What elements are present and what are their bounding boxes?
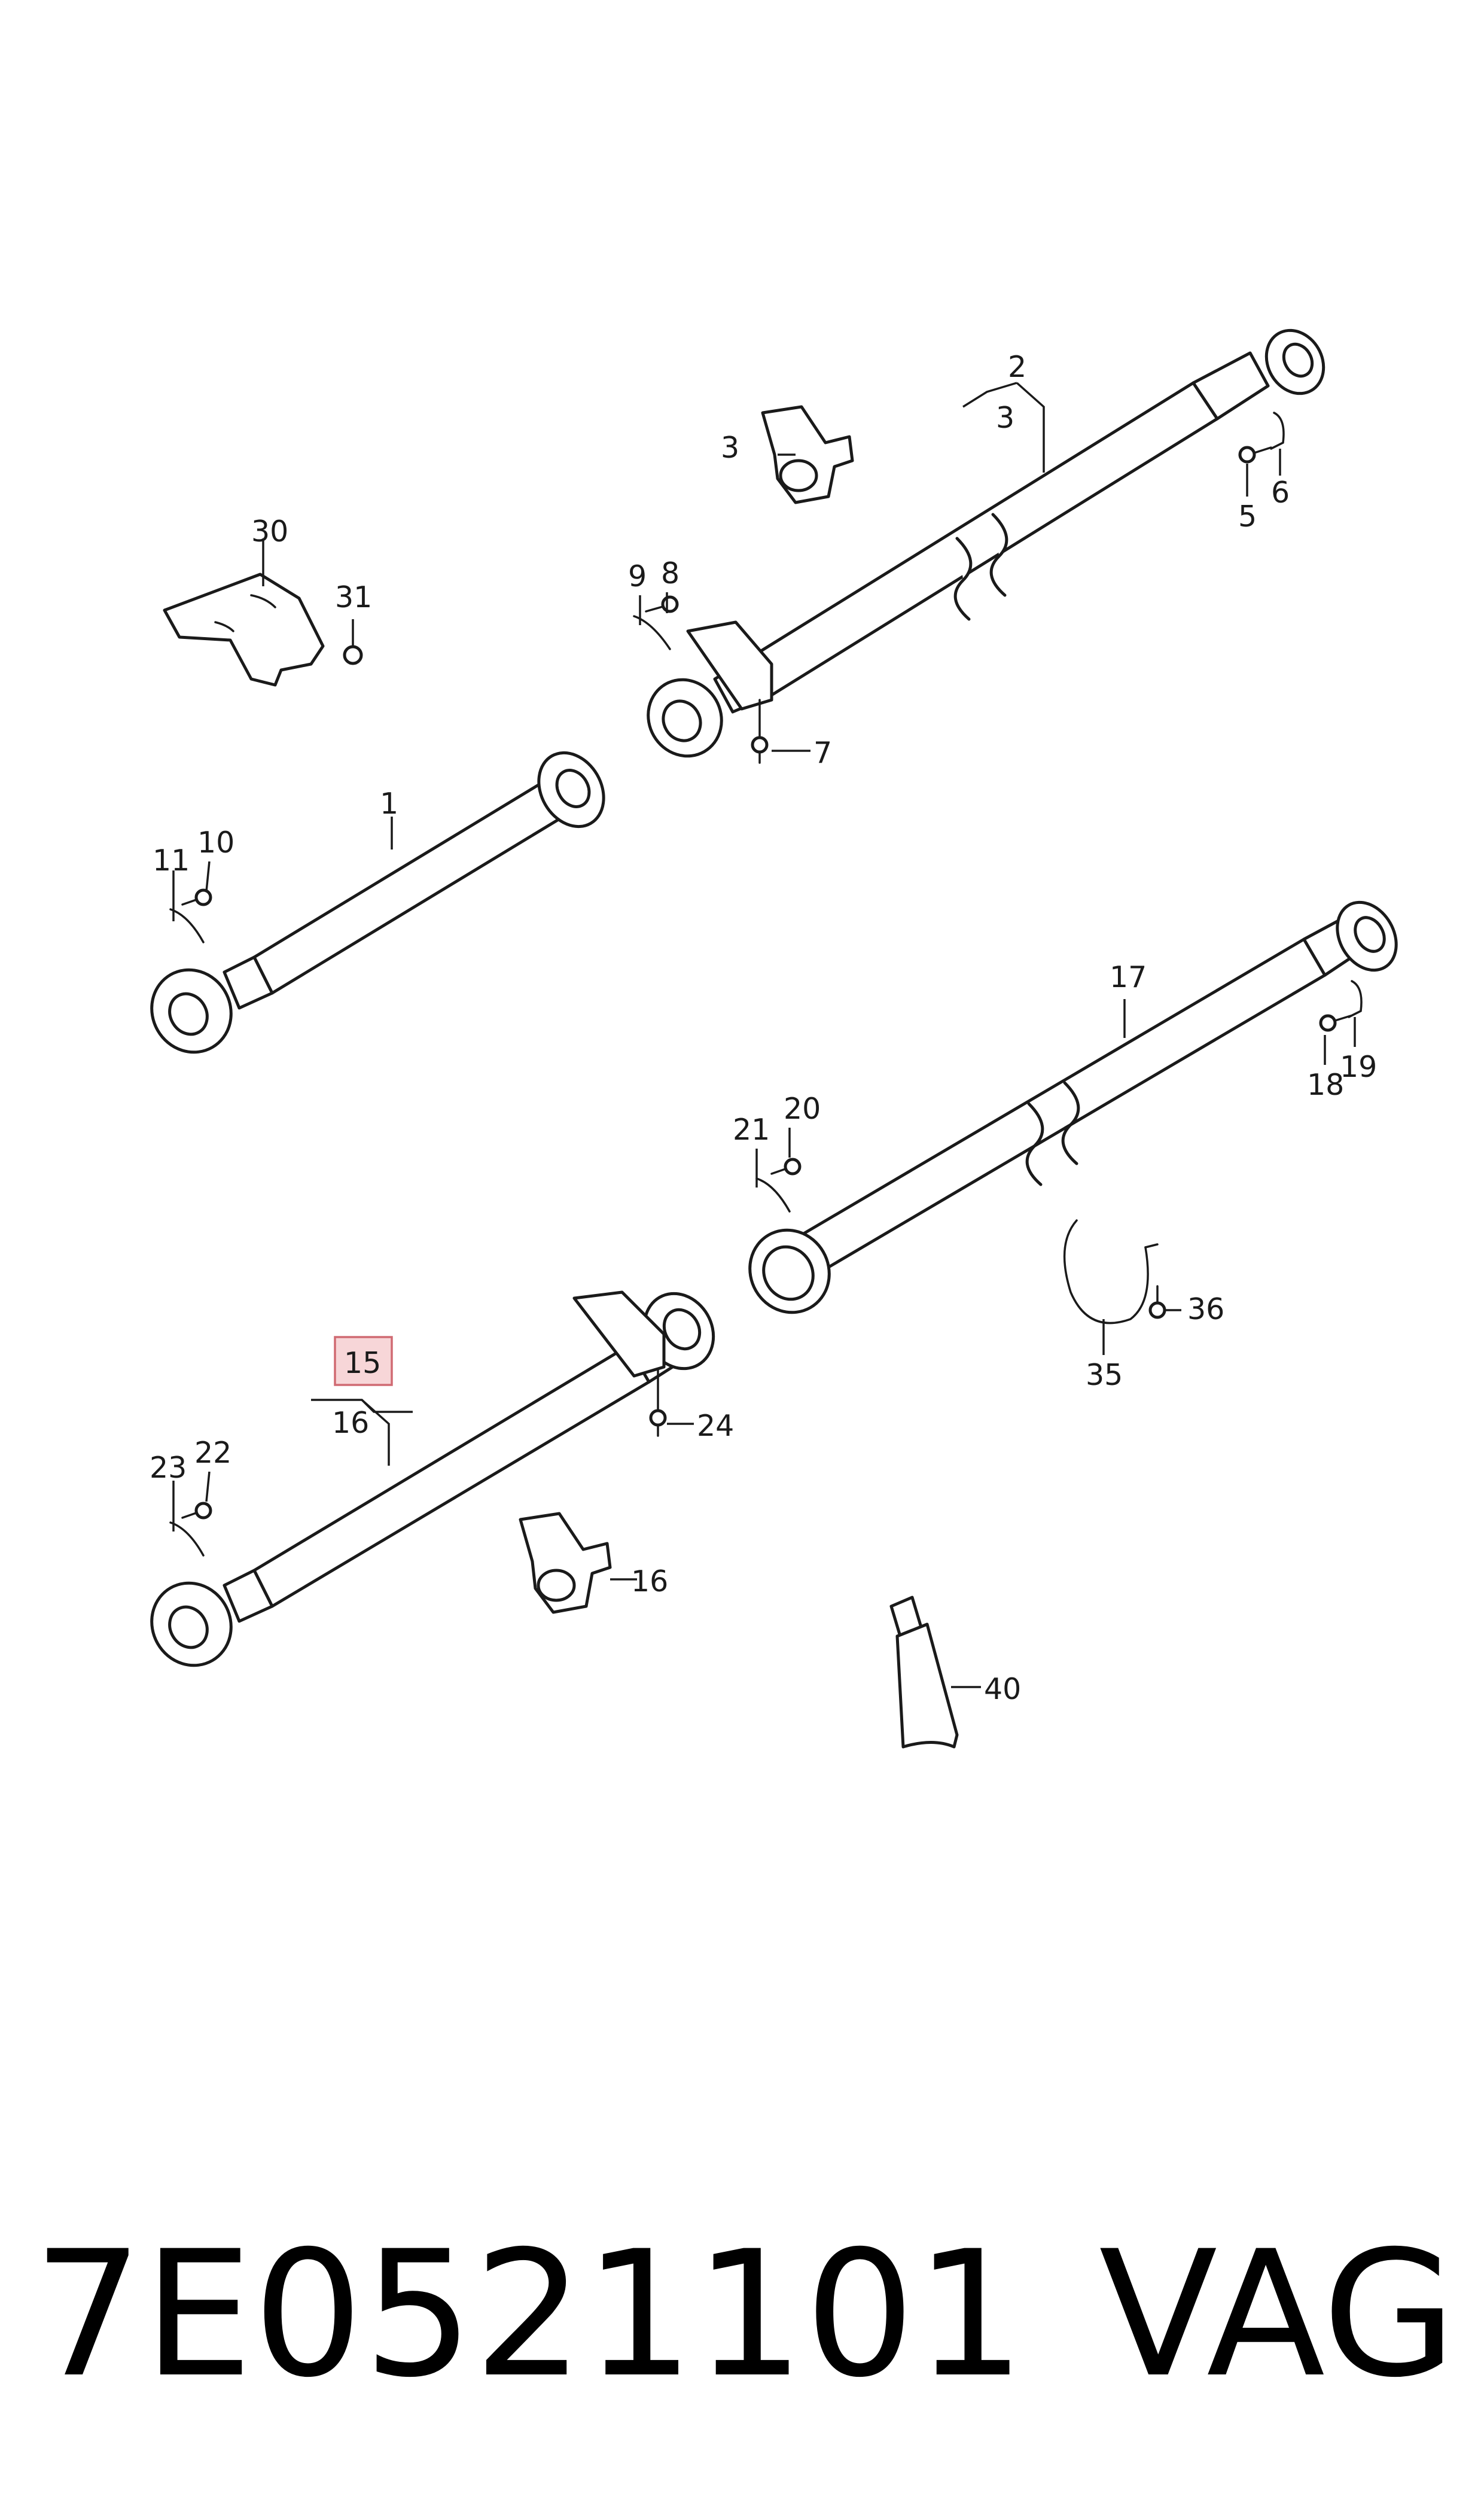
footer: 7E0521101 VAG xyxy=(33,2213,1456,2417)
center-bearing-16[interactable] xyxy=(519,1512,612,1614)
clip-21[interactable] xyxy=(755,1177,791,1213)
callout-1: 1 xyxy=(380,787,398,821)
callout-7: 7 xyxy=(813,736,832,770)
clip-9[interactable] xyxy=(633,615,671,650)
clip-19[interactable] xyxy=(1348,980,1363,1018)
callout-16-bearing: 16 xyxy=(631,1564,668,1599)
exploded-parts-diagram: 1 2 3 3 5 6 7 8 9 10 11 15 16 16 17 18 1… xyxy=(137,320,1408,1749)
callout-16-shaft: 16 xyxy=(332,1406,369,1440)
callout-9: 9 xyxy=(628,559,647,593)
callout-36: 36 xyxy=(1187,1292,1224,1326)
callout-18: 18 xyxy=(1307,1068,1344,1102)
callout-8: 8 xyxy=(661,556,679,590)
bolt-5[interactable] xyxy=(1238,446,1272,464)
callout-11: 11 xyxy=(153,844,190,878)
heat-shield-30[interactable] xyxy=(163,573,325,687)
part-number: 7E0521101 xyxy=(33,2214,1026,2416)
center-bearing-3[interactable] xyxy=(761,405,854,504)
callout-21: 21 xyxy=(733,1113,770,1147)
clip-23[interactable] xyxy=(169,1521,205,1557)
bolt-36[interactable] xyxy=(1148,1285,1166,1319)
callout-15: 15 xyxy=(344,1346,381,1380)
callout-31: 31 xyxy=(335,580,372,614)
callout-20: 20 xyxy=(784,1092,821,1126)
callout-30: 30 xyxy=(251,514,288,549)
propshaft-17[interactable] xyxy=(735,892,1408,1327)
callout-2: 2 xyxy=(1008,350,1026,384)
nut-31[interactable] xyxy=(343,645,363,665)
callout-5: 5 xyxy=(1238,500,1257,534)
callout-24: 24 xyxy=(697,1409,734,1443)
highlight-box-15 xyxy=(334,1336,393,1386)
propshaft-1[interactable] xyxy=(137,741,617,1067)
callout-23: 23 xyxy=(150,1451,187,1485)
brand-label: VAG xyxy=(1099,2214,1456,2416)
bolt-22[interactable] xyxy=(181,1502,212,1520)
bolt-18[interactable] xyxy=(1319,1014,1352,1032)
callout-10: 10 xyxy=(197,826,234,860)
propshaft-2[interactable] xyxy=(635,320,1335,769)
callout-19: 19 xyxy=(1340,1050,1377,1084)
bolt-20[interactable] xyxy=(770,1158,802,1176)
propshaft-15[interactable] xyxy=(137,1281,727,1680)
bolt-8[interactable] xyxy=(645,595,679,613)
callout-6: 6 xyxy=(1271,476,1290,510)
callout-3-top: 3 xyxy=(996,401,1014,435)
callout-3-side: 3 xyxy=(721,431,739,465)
clip-11[interactable] xyxy=(169,908,205,943)
bolt-10[interactable] xyxy=(181,888,212,906)
callout-22: 22 xyxy=(194,1436,231,1470)
grease-tube-40[interactable] xyxy=(889,1596,959,1749)
callout-40: 40 xyxy=(984,1672,1021,1706)
leader-lines xyxy=(172,382,1356,1688)
callout-labels: 1 2 3 3 5 6 7 8 9 10 11 15 16 16 17 18 1… xyxy=(150,350,1377,1706)
clip-6[interactable] xyxy=(1270,412,1285,450)
clamp-35[interactable] xyxy=(1063,1219,1159,1325)
callout-17: 17 xyxy=(1110,960,1147,994)
callout-35: 35 xyxy=(1086,1358,1123,1392)
